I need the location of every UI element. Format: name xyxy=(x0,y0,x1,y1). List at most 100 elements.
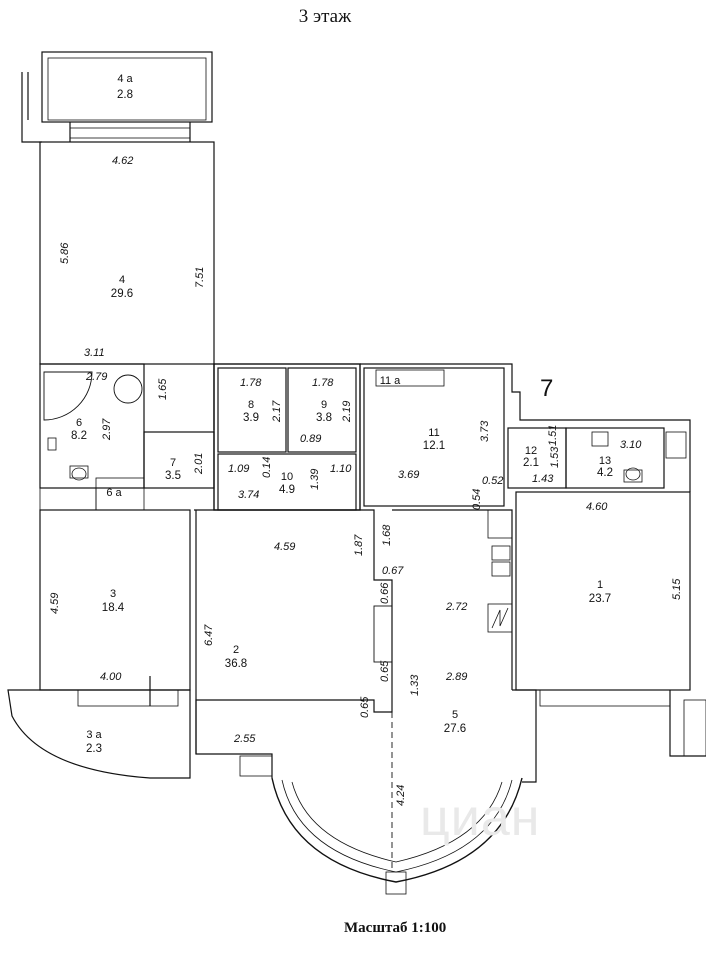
dimension-label: 3.10 xyxy=(620,439,642,451)
room-area: 3.5 xyxy=(165,470,181,482)
room-label-4a: 4 а2.8 xyxy=(117,73,134,101)
dimension-label: 1.65 xyxy=(157,378,169,400)
dimension-label: 0.67 xyxy=(382,565,404,577)
dimension-label: 1.39 xyxy=(309,469,321,490)
dimension-labels: 4.62 5.86 7.51 3.11 2.79 1.65 2.97 1.78 … xyxy=(49,155,683,806)
room-label-3a: 3 а2.3 xyxy=(86,729,103,755)
room-label-13: 134.2 xyxy=(597,455,613,479)
dimension-label: 1.33 xyxy=(409,674,421,696)
room-label-10: 104.9 xyxy=(279,471,295,496)
room-number: 13 xyxy=(599,455,611,467)
dimension-label: 2.19 xyxy=(341,401,353,423)
dimension-label: 0.14 xyxy=(261,457,273,478)
dimension-label: 4.00 xyxy=(100,671,122,683)
dimension-label: 0.65 xyxy=(359,696,371,718)
balcony-4a xyxy=(41,51,213,123)
dimension-label: 1.87 xyxy=(353,534,365,556)
dimension-label: 3.73 xyxy=(479,420,491,442)
dimension-label: 2.89 xyxy=(445,671,467,683)
dimension-label: 1.51 xyxy=(547,425,559,446)
room-number: 4 а xyxy=(117,73,133,85)
room-label-12: 122.1 xyxy=(523,445,539,469)
dimension-label: 0.54 xyxy=(471,489,483,510)
room-11-outline xyxy=(363,367,505,507)
room-area: 3.8 xyxy=(316,412,332,424)
dimension-label: 5.86 xyxy=(59,242,71,264)
scale-label: Масштаб 1:100 xyxy=(344,920,447,936)
room-13-outline xyxy=(565,427,665,489)
dimension-label: 1.68 xyxy=(381,524,393,546)
room-label-11a: 11 а xyxy=(380,375,401,387)
dimension-label: 7.51 xyxy=(194,267,206,288)
room-label-9: 93.8 xyxy=(316,399,332,424)
room-area: 3.9 xyxy=(243,412,259,424)
floor-title: 3 этаж xyxy=(298,6,352,27)
dimension-label: 4.59 xyxy=(49,593,61,614)
balcony-3a xyxy=(7,689,191,779)
room-area: 4.2 xyxy=(597,467,613,479)
dimension-label: 4.24 xyxy=(395,785,407,806)
room-area: 18.4 xyxy=(102,602,125,614)
room-number: 3 xyxy=(110,588,116,600)
room-area: 36.8 xyxy=(225,658,247,670)
dimension-label: 3.69 xyxy=(398,469,419,481)
dimension-label: 2.17 xyxy=(271,400,283,423)
room-number: 6 xyxy=(76,417,82,429)
room-2-outline xyxy=(194,509,393,778)
dimension-label: 1.09 xyxy=(228,463,249,475)
dimension-label: 4.62 xyxy=(112,155,133,167)
dimension-label: 3.11 xyxy=(84,347,105,359)
dimension-label: 6.47 xyxy=(203,624,215,646)
dimension-label: 2.97 xyxy=(101,418,113,441)
room-number: 4 xyxy=(119,274,125,286)
room-label-2: 236.8 xyxy=(225,644,247,670)
room-label-5: 527.6 xyxy=(444,709,466,735)
room-label-6a: 6 а xyxy=(106,487,122,499)
room-area: 2.8 xyxy=(117,89,133,101)
room-labels: 4 а2.8 429.6 68.2 6 а 73.5 83.9 93.8 104… xyxy=(71,73,613,755)
walls xyxy=(7,51,706,895)
room-label-6: 68.2 xyxy=(71,417,87,442)
room-area: 8.2 xyxy=(71,430,87,442)
dimension-label: 0.89 xyxy=(300,433,321,445)
room-number: 7 xyxy=(170,457,176,469)
room-area: 27.6 xyxy=(444,723,466,735)
room-label-8: 83.9 xyxy=(243,399,259,424)
dimension-label: 3.74 xyxy=(238,489,259,501)
room-area: 23.7 xyxy=(589,593,611,605)
dimension-label: 0.66 xyxy=(379,582,391,604)
room-number: 3 а xyxy=(86,729,102,741)
room-area: 4.9 xyxy=(279,484,295,496)
dimension-label: 1.43 xyxy=(532,473,554,485)
dimension-label: 2.55 xyxy=(233,733,256,745)
dimension-label: 2.72 xyxy=(445,601,467,613)
room-number: 11 xyxy=(428,427,439,439)
room-label-4: 429.6 xyxy=(111,274,133,300)
room-label-1: 123.7 xyxy=(589,579,611,605)
room-area: 29.6 xyxy=(111,288,133,300)
room-area: 12.1 xyxy=(423,440,445,452)
bay-window xyxy=(271,777,523,883)
room-number: 8 xyxy=(248,399,254,411)
dimension-label: 1.78 xyxy=(312,377,334,389)
dimension-label: 0.52 xyxy=(482,475,503,487)
room-area: 2.1 xyxy=(523,457,539,469)
dimension-label: 0.65 xyxy=(379,660,391,682)
room-number: 2 xyxy=(233,644,239,656)
dimension-label: 1.78 xyxy=(240,377,262,389)
room-label-7: 73.5 xyxy=(165,457,181,482)
watermark: циан xyxy=(420,789,541,847)
room-number: 11 а xyxy=(380,375,401,387)
room-number: 12 xyxy=(525,445,537,457)
dimension-label: 1.53 xyxy=(549,446,561,468)
room-number: 1 xyxy=(597,579,603,591)
dimension-label: 2.79 xyxy=(85,371,107,383)
room-number: 6 а xyxy=(106,487,122,499)
dimension-label: 5.15 xyxy=(671,578,683,600)
room-number: 10 xyxy=(281,471,293,483)
room-number: 5 xyxy=(452,709,458,721)
room-area: 2.3 xyxy=(86,743,102,755)
dimension-label: 4.59 xyxy=(274,541,295,553)
